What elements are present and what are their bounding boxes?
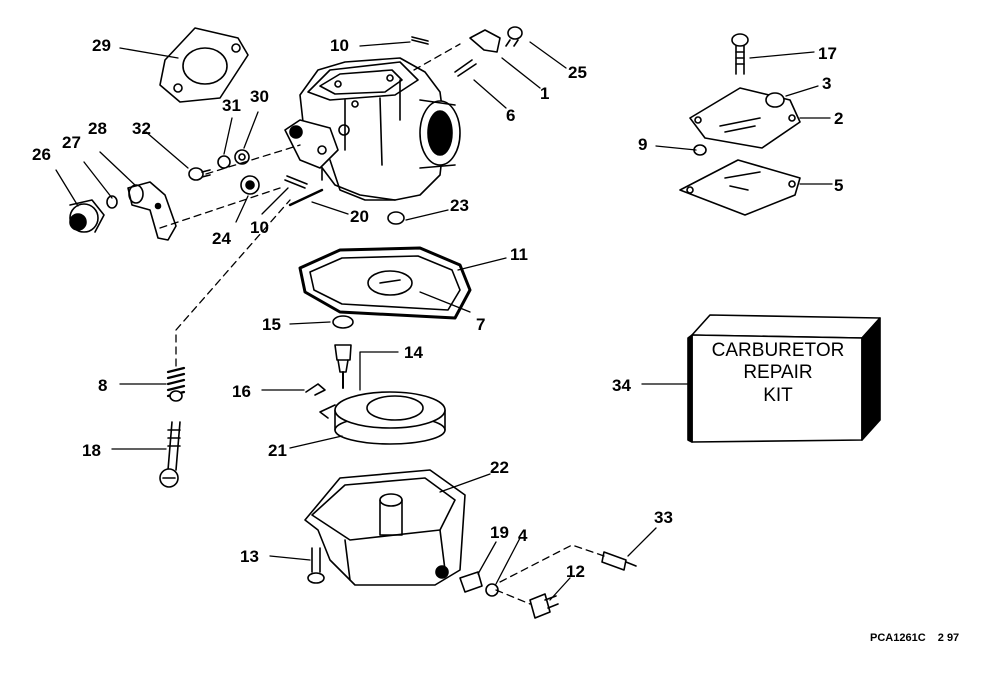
o-ring [106, 195, 118, 209]
callout-5: 5 [834, 176, 844, 195]
bracket-screw [505, 26, 523, 47]
callout-33: 33 [654, 508, 673, 527]
callout-32: 32 [132, 119, 151, 138]
callout-4: 4 [518, 526, 528, 545]
pump-gasket [679, 159, 801, 216]
callout-7: 7 [476, 315, 486, 334]
fitting [454, 59, 477, 77]
repair-kit-line-1: CARBURETOR [711, 340, 845, 361]
callout-1: 1 [540, 84, 550, 103]
needle-gasket [332, 315, 354, 329]
fuel-fitting [601, 551, 637, 571]
needle-seat [334, 344, 352, 389]
callout-28: 28 [88, 119, 107, 138]
pump-cover [689, 87, 801, 149]
callout-19: 19 [490, 523, 509, 542]
callout-24: 24 [212, 229, 231, 248]
bracket [469, 29, 501, 53]
callout-13: 13 [240, 547, 259, 566]
callout-3: 3 [822, 74, 832, 93]
repair-kit-line-3: KIT [763, 384, 793, 406]
leader-lines [55, 41, 833, 601]
callout-29: 29 [92, 36, 111, 55]
carburetor-body [284, 57, 461, 201]
callout-8: 8 [98, 376, 108, 395]
idle-screw [159, 421, 181, 488]
callout-26: 26 [32, 145, 51, 164]
repair-kit-box [687, 314, 881, 443]
pin-lower [284, 175, 308, 189]
callout-9: 9 [638, 135, 648, 154]
throttle-shaft [288, 188, 324, 207]
callout-31: 31 [222, 96, 241, 115]
float-clip [305, 383, 326, 396]
callout-15: 15 [262, 315, 281, 334]
callout-25: 25 [568, 63, 587, 82]
callout-34: 34 [612, 376, 631, 395]
star-washer [234, 149, 250, 165]
reference-date: 2 97 [937, 632, 960, 644]
callout-18: 18 [82, 441, 101, 460]
cover-screw [731, 33, 749, 75]
drain-plug [529, 593, 559, 619]
washer [217, 155, 231, 169]
callout-14: 14 [404, 343, 423, 362]
callout-23: 23 [450, 196, 469, 215]
throttle-lever [127, 181, 177, 241]
figure-reference: PCA1261C 2 97 [870, 632, 959, 644]
float [319, 391, 446, 445]
reference-code: PCA1261C [870, 632, 926, 644]
repair-kit-line-2: REPAIR [743, 362, 813, 384]
callout-22: 22 [490, 458, 509, 477]
flange-gasket [159, 27, 249, 103]
throttle-cap [69, 199, 105, 233]
callout-10-lower: 10 [250, 218, 269, 237]
welch-plug [387, 211, 405, 225]
lever-screw [188, 167, 211, 181]
callout-12: 12 [566, 562, 585, 581]
callout-10-top: 10 [330, 36, 349, 55]
callout-11: 11 [510, 245, 528, 264]
callout-6: 6 [506, 106, 516, 125]
main-jet [459, 571, 483, 593]
bowl-screw [307, 547, 325, 584]
callout-16: 16 [232, 382, 251, 401]
pin-upper [411, 36, 429, 45]
repair-kit-label: CARBURETOR REPAIR KIT [698, 340, 858, 407]
diaphragm [367, 270, 413, 296]
callout-17: 17 [818, 44, 837, 63]
callout-2: 2 [834, 109, 844, 128]
bushing [240, 175, 260, 195]
callout-27: 27 [62, 133, 81, 152]
jet-gasket [485, 583, 499, 597]
callout-30: 30 [250, 87, 269, 106]
assembly-lines [159, 43, 605, 605]
float-bowl [304, 469, 466, 586]
callout-21: 21 [268, 441, 287, 460]
callout-20: 20 [350, 207, 369, 226]
idle-spring [166, 366, 186, 402]
